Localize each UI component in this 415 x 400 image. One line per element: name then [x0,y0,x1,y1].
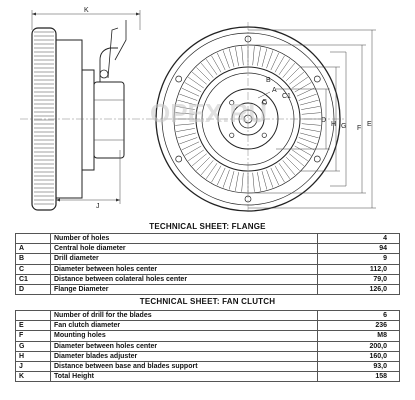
dimension-label-c1: C1 [282,93,291,100]
row-value: 6 [317,309,400,322]
row-value: 79,0 [317,273,400,285]
dimension-label-e: E [367,121,372,128]
row-description: Number of drill for the blades [50,309,318,322]
row-description: Diameter blades adjuster [50,350,318,362]
row-description: Fan clutch diameter [50,320,318,332]
front-view: B A C C1 D H G F E [150,22,376,212]
flange-sheet-title: TECHNICAL SHEET: FLANGE [149,222,266,231]
row-value: 9 [317,253,400,265]
row-code: F [15,330,51,342]
side-view: K J [20,7,150,211]
row-description: Total Height [50,371,318,383]
row-description: Number of holes [50,232,318,245]
dimension-label-g: G [341,123,346,130]
dimension-label-k: K [84,7,89,14]
row-code: H [15,350,51,362]
row-description: Drill diameter [50,253,318,265]
dimension-label-d: D [321,117,326,124]
watermark: OPEX.RU [150,98,267,128]
row-value: 236 [317,320,400,332]
row-value: 200,0 [317,340,400,352]
row-value: 160,0 [317,350,400,362]
technical-drawing: K J [20,7,376,212]
row-value: 94 [317,243,400,255]
row-description: Mounting holes [50,330,318,342]
row-value: 126,0 [317,283,400,296]
row-value: 4 [317,232,400,245]
row-code: J [15,360,51,373]
dimension-label-f: F [357,125,361,132]
row-code: C [15,263,51,275]
row-code: G [15,340,51,352]
row-description: Flange Diameter [50,283,318,296]
dimension-label-c: C [262,99,267,106]
row-code: D [15,283,51,296]
row-value: 158 [317,371,400,383]
row-value: 112,0 [317,263,400,275]
row-code: B [15,253,51,265]
row-description: Central hole diameter [50,243,318,255]
dimension-label-h: H [331,121,336,128]
row-code: C1 [15,273,51,285]
row-description: Diameter between holes center [50,340,318,352]
dimension-label-a: A [272,87,277,94]
row-description: Distance between base and blades support [50,360,318,373]
row-description: Distance between colateral holes center [50,273,318,285]
row-code: A [15,243,51,255]
row-code [15,232,51,245]
fan-clutch-sheet-title: TECHNICAL SHEET: FAN CLUTCH [139,297,276,306]
dimension-label-b: B [266,77,271,84]
dimension-label-j: J [96,203,100,210]
row-value: 93,0 [317,360,400,373]
row-code: E [15,320,51,332]
row-code: K [15,371,51,383]
row-description: Diameter between holes center [50,263,318,275]
row-value: M8 [317,330,400,342]
row-code [15,309,51,322]
